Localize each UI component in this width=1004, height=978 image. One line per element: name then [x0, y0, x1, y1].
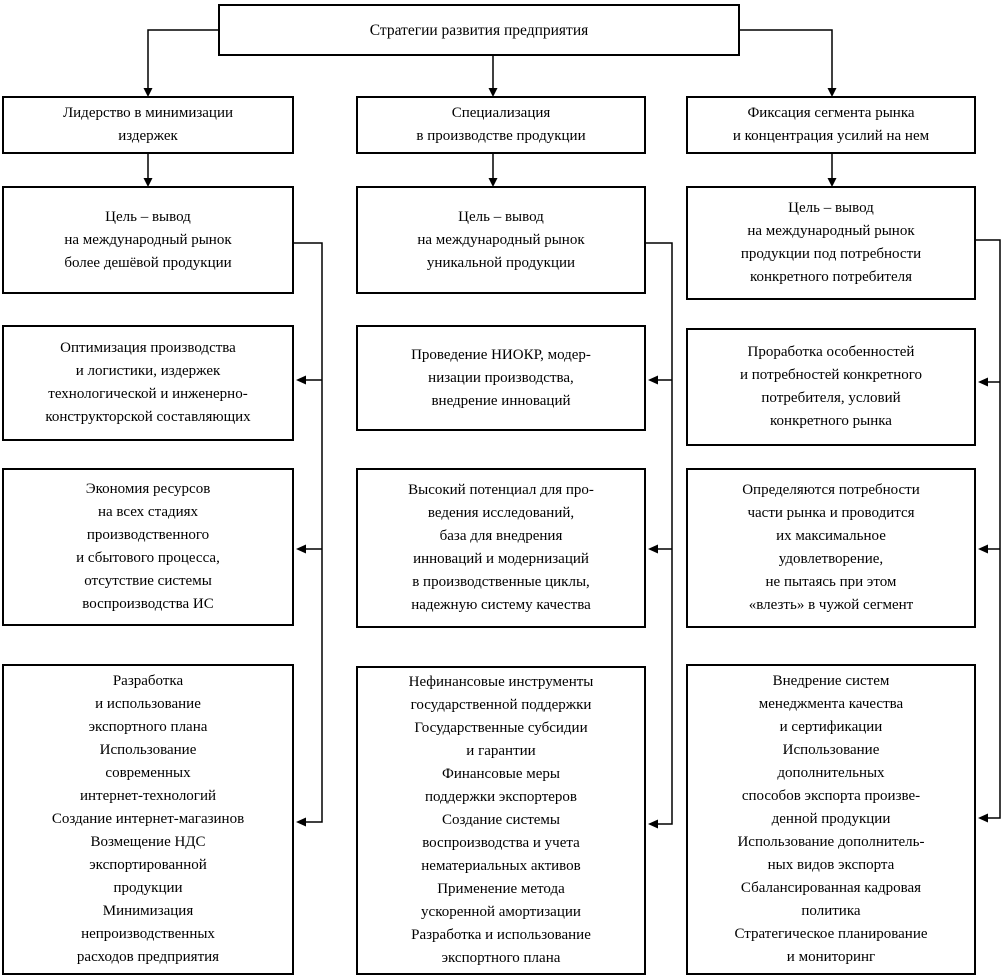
connector-title-to-col2: [488, 56, 498, 97]
col2-header-box: Специализация в производстве продукции: [356, 96, 646, 154]
root-strategy-box: Стратегии развития предприятия: [218, 4, 740, 56]
col3-stage2-box: Определяются потребности части рынка и п…: [686, 468, 976, 628]
col1-goal-box: Цель – вывод на международный рынок боле…: [2, 186, 294, 294]
col2-goal-box: Цель – вывод на международный рынок уник…: [356, 186, 646, 294]
col1-stage1-box: Оптимизация производства и логистики, из…: [2, 325, 294, 441]
col1-measures-box: Разработка и использование экспортного п…: [2, 664, 294, 975]
col3-measures-box: Внедрение систем менеджмента качества и …: [686, 664, 976, 975]
col1-header-box: Лидерство в минимизации издержек: [2, 96, 294, 154]
col3-stage1-box: Проработка особенностей и потребностей к…: [686, 328, 976, 446]
col3-header-box: Фиксация сегмента рынка и концентрация у…: [686, 96, 976, 154]
connector-col1-header-to-goal: [143, 154, 153, 187]
connector-col2-header-to-goal: [488, 154, 498, 187]
connector-col3-bus: [974, 239, 1001, 823]
col3-goal-box: Цель – вывод на международный рынок прод…: [686, 186, 976, 300]
connector-col3-header-to-goal: [827, 154, 837, 187]
col2-measures-box: Нефинансовые инструменты государственной…: [356, 666, 646, 975]
connector-title-to-col1: [143, 29, 218, 97]
connector-col2-bus: [644, 242, 673, 829]
col2-stage1-box: Проведение НИОКР, модер- низации произво…: [356, 325, 646, 431]
connector-col1-bus: [292, 242, 323, 827]
connector-title-to-col3: [740, 29, 837, 97]
col2-stage2-box: Высокий потенциал для про- ведения иссле…: [356, 468, 646, 628]
col1-stage2-box: Экономия ресурсов на всех стадиях произв…: [2, 468, 294, 626]
